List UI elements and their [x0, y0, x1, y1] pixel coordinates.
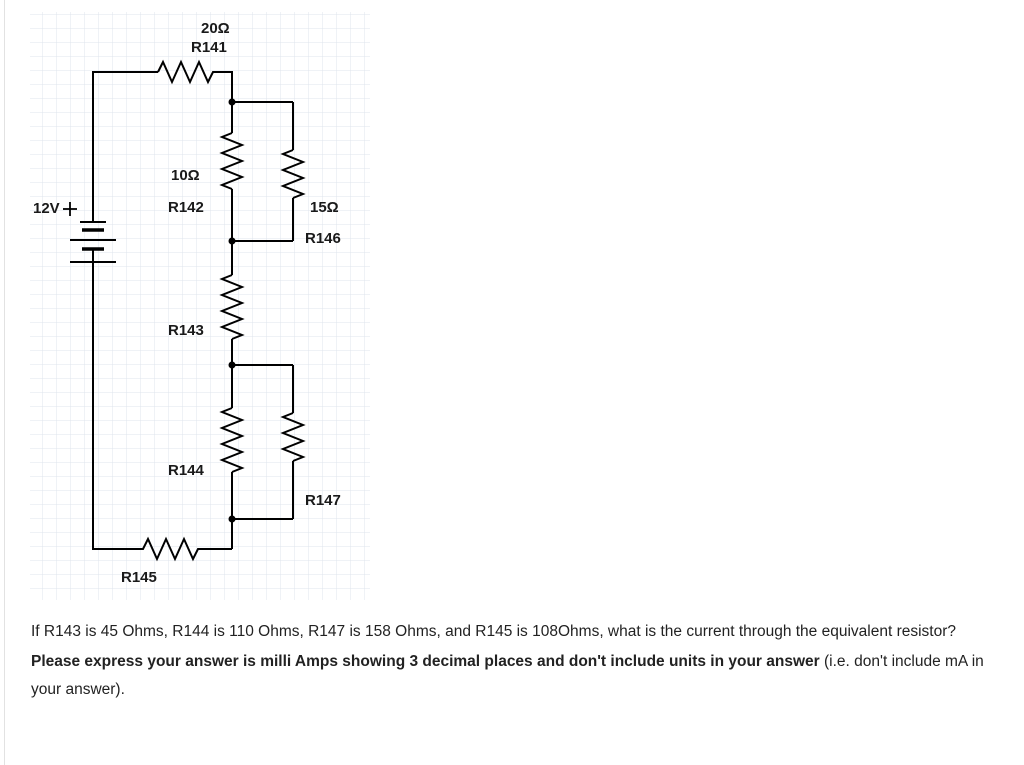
question-block: If R143 is 45 Ohms, R144 is 110 Ohms, R1… [31, 618, 1016, 704]
grid-background [30, 12, 370, 600]
junction-node-3 [228, 361, 236, 369]
r141-value-label: 20Ω [201, 20, 230, 37]
answer-instruction-bold: Please express your answer is milli Amps… [31, 653, 820, 670]
r147-name-label: R147 [305, 492, 341, 509]
r143-name-label: R143 [168, 322, 204, 339]
resistor-r143-symbol [219, 274, 245, 340]
r144-name-label: R144 [168, 462, 205, 479]
junction-node-4 [228, 515, 236, 523]
r146-name-label: R146 [305, 230, 341, 247]
circuit-diagram: 20Ω R141 10Ω R142 12V 15Ω R146 R143 R144… [30, 12, 370, 600]
battery-voltage-label: 12V [33, 200, 60, 217]
plus-sign-icon [63, 202, 77, 216]
r146-value-label: 15Ω [310, 199, 339, 216]
wire-top [92, 71, 158, 200]
r145-name-label: R145 [121, 569, 157, 586]
answer-instruction: Please express your answer is milli Amps… [31, 648, 1016, 704]
r141-name-label: R141 [191, 39, 227, 56]
question-text: If R143 is 45 Ohms, R144 is 110 Ohms, R1… [31, 623, 957, 640]
resistor-r146-symbol [280, 149, 306, 199]
junction-node-1 [228, 98, 236, 106]
resistor-r145-symbol [92, 262, 232, 562]
battery-symbol [70, 221, 116, 263]
answer-instruction-note: (i.e. don't include mA in your answer). [31, 653, 984, 698]
junction-node-2 [228, 237, 236, 245]
resistor-r141-symbol [157, 59, 233, 102]
r142-value-label: 10Ω [171, 167, 200, 184]
r142-name-label: R142 [168, 199, 204, 216]
resistor-r142-symbol [219, 132, 245, 190]
left-border [4, 0, 5, 765]
resistor-r147-symbol [280, 412, 306, 462]
resistor-r144-symbol [219, 407, 245, 473]
